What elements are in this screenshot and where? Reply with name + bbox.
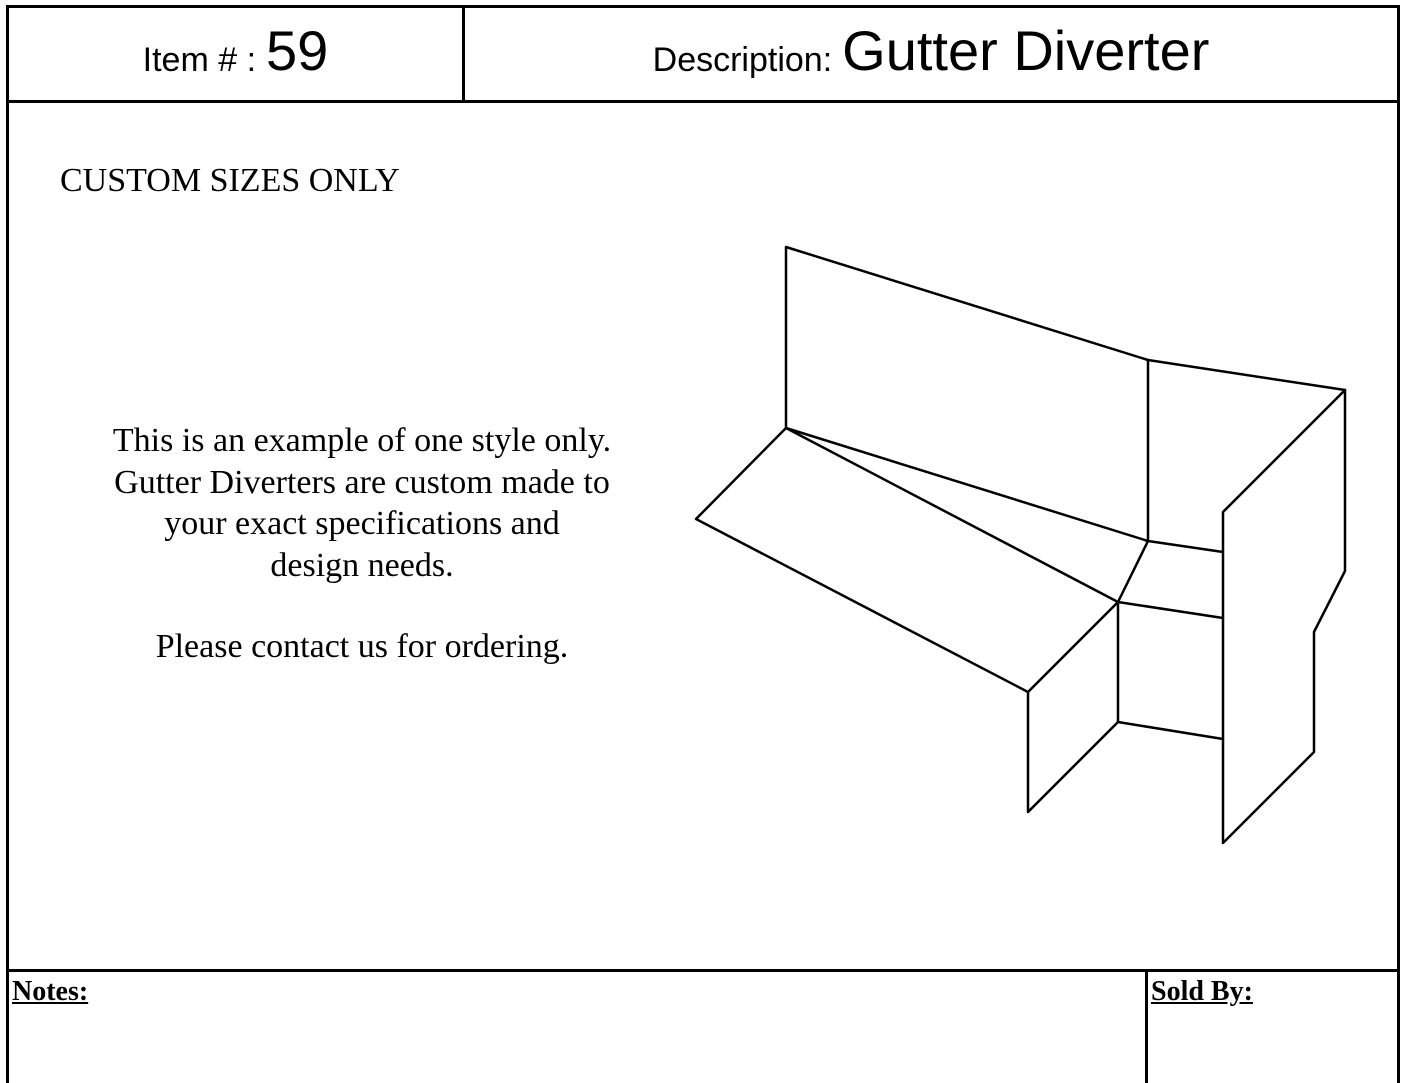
description-paragraph: This is an example of one style only. Gu… bbox=[60, 420, 664, 586]
frame-top-border bbox=[6, 5, 1400, 8]
description-line: Gutter Diverters are custom made to bbox=[114, 463, 610, 501]
footer-top-border bbox=[6, 969, 1400, 972]
trough-edge-bottom bbox=[1116, 720, 1225, 741]
sold-by-label: Sold By: bbox=[1151, 976, 1253, 1007]
footer-divider bbox=[1145, 969, 1148, 1083]
custom-sizes-note: CUSTOM SIZES ONLY bbox=[60, 162, 400, 199]
description-line: design needs. bbox=[270, 546, 454, 584]
side-panel-outline bbox=[1221, 388, 1347, 845]
description-line: This is an example of one style only. bbox=[112, 422, 612, 459]
item-number-label: Item # : bbox=[142, 40, 257, 79]
header-bottom-border bbox=[6, 100, 1400, 103]
back-panel-outline bbox=[784, 245, 1347, 430]
header-divider bbox=[462, 5, 465, 103]
front-drop-panel bbox=[1026, 690, 1120, 814]
description-value: Gutter Diverter bbox=[842, 18, 1210, 82]
item-number-cell: Item # : 59 bbox=[9, 8, 462, 100]
inner-crease bbox=[784, 426, 1150, 543]
notes-label: Notes: bbox=[12, 976, 89, 1007]
description-label: Description: bbox=[652, 40, 833, 79]
item-number-value: 59 bbox=[266, 18, 329, 82]
frame-left-border bbox=[6, 5, 9, 1083]
contact-note: Please contact us for ordering. bbox=[155, 628, 569, 665]
trough-edge-top bbox=[1146, 539, 1225, 554]
description-line: your exact specifications and bbox=[164, 505, 560, 542]
description-cell: Description: Gutter Diverter bbox=[465, 8, 1397, 100]
sloped-panel bbox=[694, 426, 1120, 694]
frame-right-border bbox=[1397, 5, 1400, 1083]
center-crease bbox=[1116, 539, 1150, 604]
trough-edge-middle bbox=[1116, 600, 1225, 620]
